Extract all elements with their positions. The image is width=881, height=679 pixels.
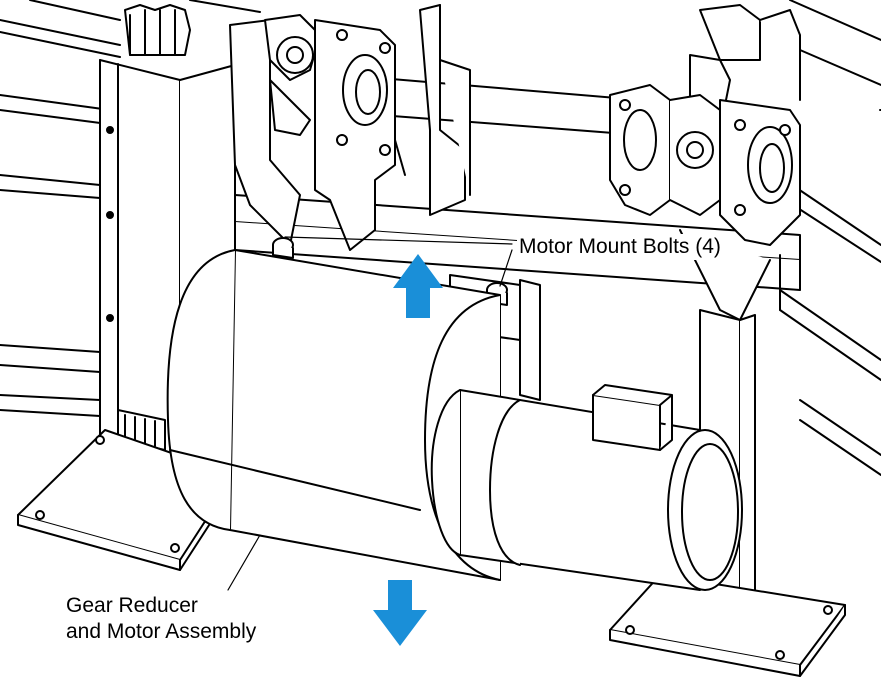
arrow-down-icon [373,580,427,646]
center-bracket [419,4,471,216]
motor-body [430,384,743,591]
gear-reducer-label-line1: Gear Reducer [66,594,198,617]
arrow-up-icon [393,254,443,318]
callout-leaders [227,236,513,591]
gear-reducer-label-line2: and Motor Assembly [66,620,257,643]
gear-reducer-label: Gear Reducer and Motor Assembly [66,593,256,645]
left-sprockets [117,4,191,451]
left-bearing-assembly [229,14,406,251]
motor-mount-bolts-label: Motor Mount Bolts (4) [517,234,723,260]
right-bearing-assembly [609,4,801,321]
right-foot-plate [609,574,846,677]
drive-shaft [379,77,649,137]
